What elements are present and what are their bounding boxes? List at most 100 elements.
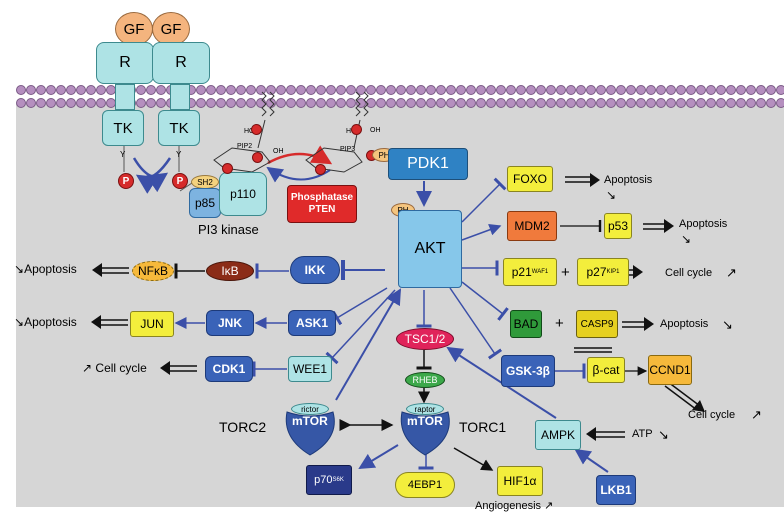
phospho-left: P — [118, 173, 134, 189]
lipid-bead — [246, 85, 256, 95]
4ebp1: 4EBP1 — [395, 472, 455, 498]
lipid-bead — [726, 98, 736, 108]
apoptosis-casp9: Apoptosis — [660, 318, 709, 330]
lipid-bead — [396, 98, 406, 108]
pi3-kinase-label: PI3 kinase — [198, 222, 259, 237]
hif1a-label: HIF1α — [503, 474, 537, 488]
lipid-bead — [496, 85, 506, 95]
rheb-label: RHEB — [412, 375, 438, 385]
tsc1-2-label: TSC1/2 — [404, 332, 446, 346]
lipid-bead — [356, 98, 366, 108]
nfkb: NFκB — [132, 261, 174, 281]
lipid-bead — [36, 98, 46, 108]
nfkb-label: NFκB — [138, 264, 168, 278]
jun-label: JUN — [140, 317, 164, 331]
lipid-bead — [636, 98, 646, 108]
lipid-bead — [76, 98, 86, 108]
angiogenesis-text: Angiogenesis — [475, 500, 542, 512]
lipid-bead — [66, 85, 76, 95]
apoptosis-nfkb-text: Apoptosis — [24, 262, 77, 276]
lipid-bead — [566, 85, 576, 95]
ask1-label: ASK1 — [295, 316, 328, 330]
lipid-bead — [436, 85, 446, 95]
lipid-bead — [486, 85, 496, 95]
torc2-label: TORC2 — [219, 419, 267, 435]
lipid-bead — [546, 85, 556, 95]
apoptosis-p53-arrow: ↘ — [681, 232, 692, 246]
ikb: IκB — [206, 261, 254, 281]
pip3-phosphate-1 — [351, 124, 362, 135]
lipid-bead — [236, 98, 246, 108]
lipid-bead — [766, 85, 776, 95]
pip2-phosphate-1 — [251, 124, 262, 135]
lipid-bead — [696, 85, 706, 95]
lipid-bead — [26, 85, 36, 95]
lkb1-label: LKB1 — [600, 483, 632, 497]
lipid-bead — [416, 85, 426, 95]
lipid-bead — [516, 98, 526, 108]
pip3-oh: OH — [370, 127, 381, 134]
apoptosis-p53: Apoptosis — [679, 218, 728, 230]
sh2-label: SH2 — [197, 177, 213, 187]
lipid-bead — [596, 98, 606, 108]
apoptosis-jun-arrow: ↘ — [14, 315, 25, 329]
lipid-bead — [666, 85, 676, 95]
lipid-bead — [606, 98, 616, 108]
lipid-bead — [446, 85, 456, 95]
lipid-bead — [556, 85, 566, 95]
rheb: RHEB — [405, 372, 445, 388]
lipid-bead — [146, 98, 156, 108]
lipid-bead — [426, 98, 436, 108]
lipid-bead — [46, 98, 56, 108]
lipid-bead — [346, 85, 356, 95]
pdk1: PDK1 — [388, 148, 468, 180]
lipid-bead — [476, 98, 486, 108]
pip2-label: PIP2 — [237, 143, 253, 150]
lipid-bead — [556, 98, 566, 108]
lipid-bead — [756, 98, 766, 108]
lipid-bead — [596, 85, 606, 95]
beta-catenin: β-cat — [587, 357, 625, 383]
lipid-bead — [736, 85, 746, 95]
lipid-bead — [236, 85, 246, 95]
ccnd1-label: CCND1 — [649, 363, 691, 377]
cdk1-label: CDK1 — [212, 362, 246, 376]
raptor-label: raptor — [414, 404, 436, 414]
lipid-bead — [196, 85, 206, 95]
lipid-bead — [436, 98, 446, 108]
p110-subunit: p110 — [219, 172, 267, 216]
lipid-bead — [646, 85, 656, 95]
lipid-bead — [766, 98, 776, 108]
lipid-bead — [486, 98, 496, 108]
pten-line2: PTEN — [308, 204, 336, 215]
lipid-bead — [776, 85, 784, 95]
lipid-bead — [426, 85, 436, 95]
lipid-bead — [396, 85, 406, 95]
lipid-bead — [706, 85, 716, 95]
lipid-bead — [336, 98, 346, 108]
lipid-bead — [226, 98, 236, 108]
lipid-bead — [266, 85, 276, 95]
gf-left-label: GF — [123, 20, 145, 38]
lkb1: LKB1 — [596, 475, 636, 505]
pdk1-label: PDK1 — [407, 155, 449, 172]
lipid-bead — [506, 85, 516, 95]
p27-sup: KIP1 — [606, 269, 620, 275]
cellcycle-ccnd1: Cell cycle — [688, 409, 736, 421]
p53-label: p53 — [607, 219, 629, 233]
lipid-bead — [326, 85, 336, 95]
raptor: raptor — [406, 403, 444, 415]
atp-arrow: ↘ — [658, 427, 669, 442]
gf-right-label: GF — [160, 20, 182, 38]
lipid-bead — [216, 98, 226, 108]
pip2-oh: OH — [273, 148, 284, 155]
lipid-bead — [526, 98, 536, 108]
lipid-bead — [546, 98, 556, 108]
lipid-bead — [256, 85, 266, 95]
lipid-bead — [746, 85, 756, 95]
gsk-3b: GSK-3β — [501, 355, 555, 387]
pip2-ho: HO — [244, 128, 255, 135]
apoptosis-nfkb-arrow: ↘ — [14, 262, 25, 276]
